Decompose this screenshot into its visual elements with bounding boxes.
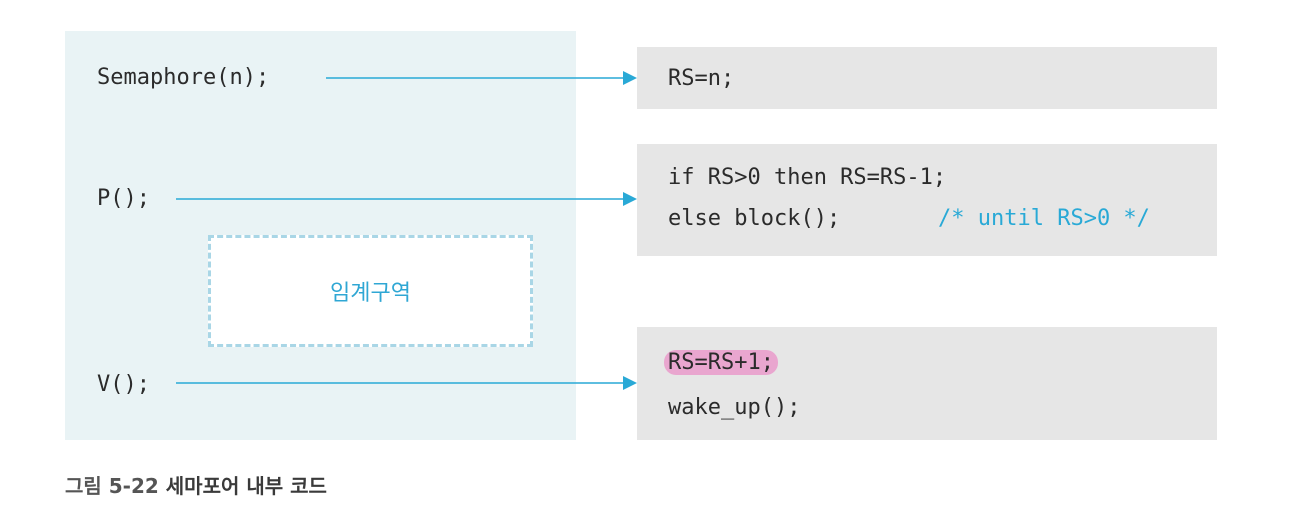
critical-section-label: 임계구역 — [330, 281, 411, 306]
critical-section-box: 임계구역 — [208, 235, 533, 347]
p-code-line1: if RS>0 then RS=RS-1; — [668, 165, 947, 190]
p-code-box: if RS>0 then RS=RS-1; else block(); /* u… — [637, 144, 1217, 256]
init-code: RS=n; — [668, 66, 735, 91]
p-arrowhead — [623, 192, 637, 206]
p-code-comment: /* until RS>0 */ — [938, 206, 1150, 231]
v-call: V(); — [97, 372, 150, 397]
semaphore-arrowhead — [623, 71, 637, 85]
semaphore-call: Semaphore(n); — [97, 65, 270, 90]
v-code-line2: wake_up(); — [668, 395, 801, 420]
v-code-box: RS=RS+1; wake_up(); — [637, 327, 1217, 440]
figure-number: 그림 5-22 — [65, 474, 159, 498]
init-code-box: RS=n; — [637, 47, 1217, 109]
p-code-line2: else block(); — [668, 206, 841, 231]
p-call: P(); — [97, 186, 150, 211]
figure-title: 세마포어 내부 코드 — [165, 474, 327, 498]
figure-caption: 그림 5-22 세마포어 내부 코드 — [65, 470, 327, 499]
v-code-line1: RS=RS+1; — [664, 350, 778, 375]
highlight-mark: RS=RS+1; — [664, 350, 778, 375]
v-arrowhead — [623, 376, 637, 390]
